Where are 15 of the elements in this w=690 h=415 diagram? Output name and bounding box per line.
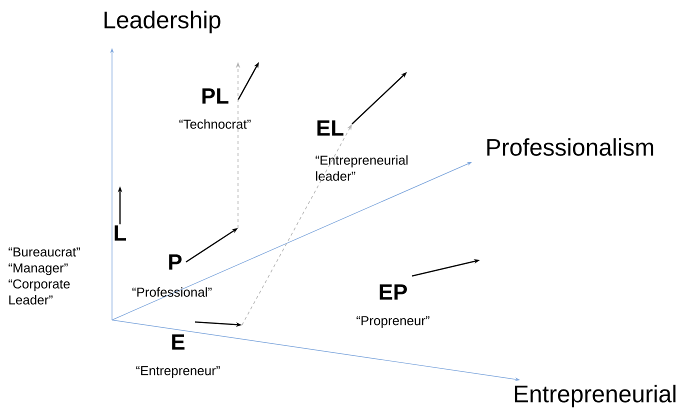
letter-label: P: [169, 254, 182, 270]
axis-label: Leadership: [104, 10, 220, 34]
description-text: “Technocrat”: [179, 119, 251, 129]
description-text: “Propreneur”: [356, 316, 430, 328]
letter-label: E: [172, 334, 184, 350]
description-text: “Entrepreneur”: [136, 366, 220, 378]
description-text: “Bureaucrat” “Manager” “Corporate Leader”: [8, 247, 80, 305]
letter-label: EP: [380, 284, 407, 300]
description-text: “Entrepreneurial leader”: [316, 155, 408, 181]
description-text: “Professional”: [132, 287, 212, 297]
axis-label: Professionalism: [487, 138, 654, 156]
letter-label: L: [114, 225, 126, 241]
letter-label: PL: [202, 88, 228, 104]
letter-label: EL: [317, 120, 344, 136]
axis-label: Entrepreneurial: [514, 384, 676, 408]
